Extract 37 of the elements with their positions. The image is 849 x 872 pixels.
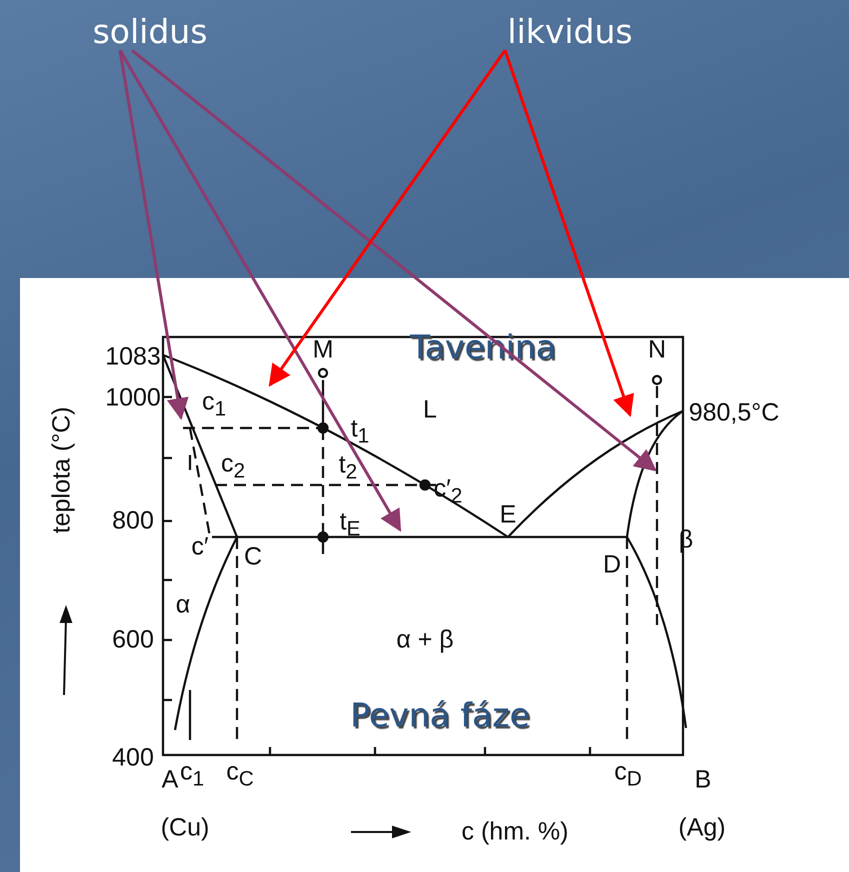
leader-arrow (131, 49, 657, 472)
axis-label: c$_{1}$ (180, 760, 204, 790)
point-label: E (500, 502, 516, 528)
point-label: D (602, 552, 622, 578)
point-label: t$_{E}$ (340, 510, 360, 540)
point-label: N (648, 338, 666, 362)
leader-arrow (504, 50, 634, 418)
point-label: c$_{2}$ (220, 452, 246, 482)
point-label: c$_{1}$ (202, 390, 226, 420)
temperature-label: 980,5°C (688, 400, 780, 426)
point-label: M (312, 338, 334, 362)
tick-label: 400 (112, 746, 154, 770)
region-label: L (423, 398, 437, 422)
axis-title: c (hm. %) (462, 820, 568, 844)
tick-label: 800 (112, 508, 154, 534)
leader-arrow (118, 50, 402, 532)
point-label: t$_{2}$ (338, 452, 358, 484)
axis-label: B (694, 768, 712, 792)
point-label: C (244, 544, 262, 570)
axis-label: c$_{D}$ (614, 760, 642, 790)
tick-label: 1000 (105, 386, 161, 410)
region-label: α + β (396, 628, 454, 652)
axis-label: c$_{C}$ (226, 760, 254, 790)
region-title: Pevná fáze (350, 698, 530, 732)
leader-arrow (118, 50, 189, 420)
point-label: t$_{1}$ (350, 416, 370, 448)
axis-label: (Ag) (678, 816, 726, 840)
axis-label: (Cu) (160, 816, 210, 840)
axis-title: teplota (°C) (50, 406, 74, 534)
callout-label: likvidus (507, 14, 633, 50)
tick-label: 600 (112, 628, 154, 652)
region-label: α (176, 592, 190, 618)
point-label: c′ (191, 534, 209, 560)
leader-arrow (268, 49, 506, 387)
callout-label: solidus (92, 14, 208, 50)
tick-label: 1083 (105, 344, 161, 370)
axis-label: A (162, 768, 178, 792)
